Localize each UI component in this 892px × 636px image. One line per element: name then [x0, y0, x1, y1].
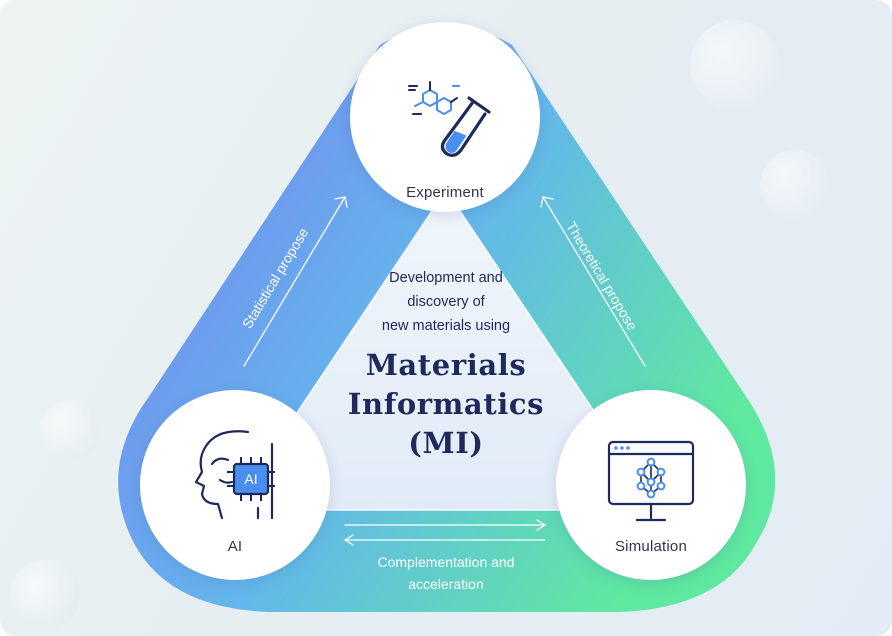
edge-label-line: Complementation and — [377, 554, 515, 570]
center-intro-line: discovery of — [407, 294, 485, 310]
monitor-network-icon — [607, 440, 695, 522]
background-molecule — [690, 20, 780, 110]
ai-label: AI — [227, 538, 243, 555]
center-title-line: (MI) — [408, 426, 484, 460]
bottom-arrow-right-head — [536, 519, 547, 531]
center-title-line: Informatics — [347, 387, 545, 421]
center-intro-line: new materials using — [381, 318, 511, 334]
background-molecule — [10, 560, 80, 630]
test-tube-molecule-icon — [408, 81, 491, 157]
center-intro-text: Development and discovery of new materia… — [330, 266, 562, 338]
ai-chip-text: AI — [244, 471, 257, 487]
bottom-arrow-left-head — [343, 534, 354, 546]
background-molecule — [40, 400, 100, 460]
experiment-node: Experiment — [350, 22, 540, 212]
right-edge-arrow — [542, 196, 646, 367]
background-molecule — [760, 150, 830, 220]
center-intro-line: Development and — [389, 270, 503, 286]
experiment-label: Experiment — [406, 184, 484, 201]
left-arrow-head — [334, 196, 348, 208]
edge-label-complementation: Complementation and acceleration — [340, 551, 552, 595]
left-edge-arrow — [243, 196, 346, 367]
triangle-inner — [230, 188, 662, 511]
right-arrow-head — [540, 196, 554, 208]
edge-label-line: acceleration — [408, 576, 484, 592]
center-title-line: Materials — [365, 348, 527, 382]
ai-head-chip-icon: AI — [194, 430, 275, 520]
simulation-node: Simulation — [556, 390, 746, 580]
ai-node: AI AI — [140, 390, 330, 580]
center-title: Materials Informatics (MI) — [300, 346, 592, 463]
simulation-label: Simulation — [614, 538, 688, 555]
